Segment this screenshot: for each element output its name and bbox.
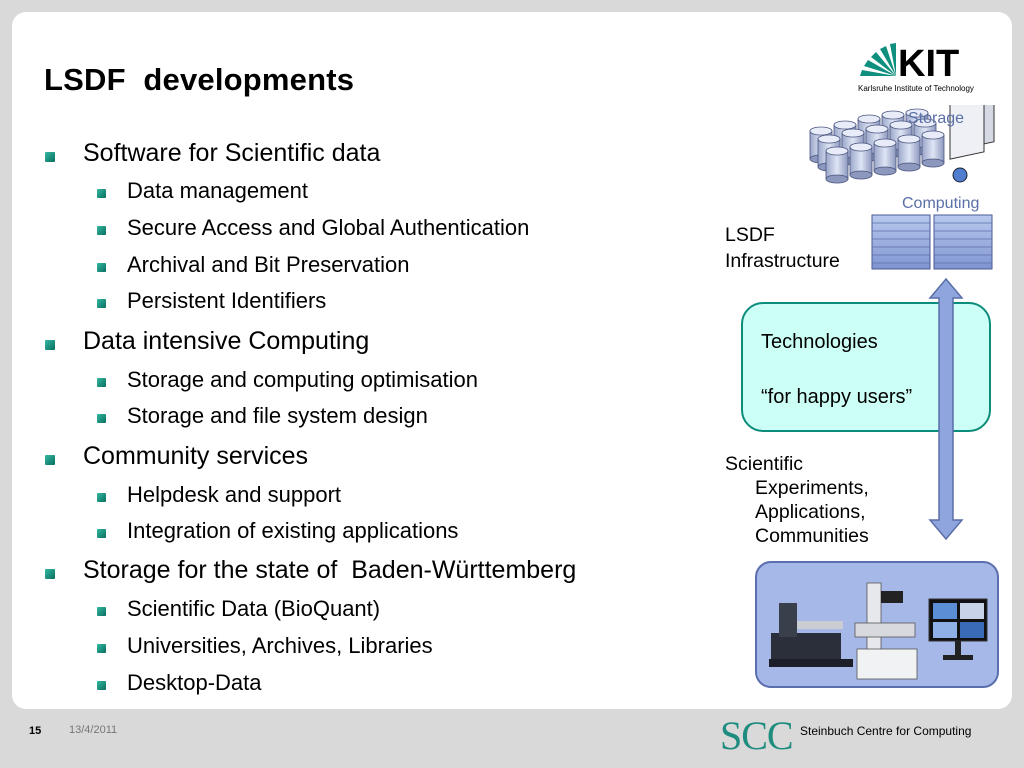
- scientific-label-line: Applications,: [755, 501, 866, 523]
- sub-bullet-item: Storage and computing optimisation: [97, 367, 478, 393]
- bullet-square-icon: [97, 414, 106, 423]
- lab-equipment-image: [755, 561, 999, 688]
- tape-library-icon: [949, 105, 995, 183]
- sub-bullet-text: Desktop-Data: [127, 670, 262, 695]
- sub-bullet-text: Archival and Bit Preservation: [127, 252, 410, 277]
- bullet-item: Data intensive Computing: [45, 327, 370, 356]
- bullet-square-icon: [97, 493, 106, 502]
- scientific-label: Scientific Experiments, Applications, Co…: [725, 452, 869, 548]
- bullet-square-icon: [97, 644, 106, 653]
- sub-bullet-item: Secure Access and Global Authentication: [97, 215, 530, 241]
- sub-bullet-item: Helpdesk and support: [97, 482, 342, 508]
- sub-bullet-text: Universities, Archives, Libraries: [127, 633, 433, 658]
- bullet-square-icon: [97, 607, 106, 616]
- bullet-square-icon: [97, 681, 106, 690]
- slide-date: 13/4/2011: [69, 724, 118, 736]
- bullet-text: Storage for the state of Baden-Württembe…: [83, 556, 577, 584]
- bullet-square-icon: [97, 189, 106, 198]
- bullet-text: Data intensive Computing: [83, 327, 370, 355]
- bullet-square-icon: [97, 226, 106, 235]
- sub-bullet-item: Integration of existing applications: [97, 518, 459, 544]
- sub-bullet-text: Data management: [127, 178, 308, 203]
- bullet-square-icon: [45, 569, 55, 579]
- scientific-label-line: Experiments,: [755, 477, 869, 499]
- microscope-icon: [769, 603, 853, 667]
- scientific-label-line: Communities: [755, 525, 869, 547]
- compute-racks-icon: [871, 214, 993, 270]
- storage-disks-icon: [809, 108, 945, 184]
- sub-bullet-item: Universities, Archives, Libraries: [97, 633, 433, 659]
- bullet-square-icon: [97, 529, 106, 538]
- bullet-square-icon: [45, 340, 55, 350]
- page-number: 15: [29, 725, 42, 737]
- slide-title: LSDF developments: [44, 62, 355, 97]
- sub-bullet-text: Secure Access and Global Authentication: [127, 215, 530, 240]
- bullet-square-icon: [97, 263, 106, 272]
- bullet-item: Storage for the state of Baden-Württembe…: [45, 556, 577, 585]
- sub-bullet-text: Helpdesk and support: [127, 482, 342, 507]
- bullet-text: Software for Scientific data: [83, 139, 381, 167]
- sub-bullet-text: Persistent Identifiers: [127, 288, 327, 313]
- kit-logo-mark: KIT: [898, 43, 959, 85]
- infrastructure-label-line: LSDF: [725, 224, 775, 246]
- microscope-large-icon: [854, 582, 918, 680]
- sub-bullet-item: Archival and Bit Preservation: [97, 252, 410, 278]
- scientific-label-line: Scientific: [725, 453, 804, 475]
- sub-bullet-text: Scientific Data (BioQuant): [127, 596, 381, 621]
- bullet-item: Community services: [45, 442, 309, 471]
- kit-logo: KIT Karlsruhe Institute of Technology: [856, 36, 984, 96]
- scc-logo: SCC: [720, 713, 794, 758]
- kit-logo-subtitle: Karlsruhe Institute of Technology: [858, 84, 974, 93]
- infrastructure-label-line: Infrastructure: [725, 250, 840, 272]
- bullet-square-icon: [97, 299, 106, 308]
- sub-bullet-text: Integration of existing applications: [127, 518, 459, 543]
- monitor-icon: [928, 598, 988, 660]
- bullet-square-icon: [45, 152, 55, 162]
- sub-bullet-text: Storage and computing optimisation: [127, 367, 478, 392]
- sub-bullet-text: Storage and file system design: [127, 403, 428, 428]
- bullet-square-icon: [45, 455, 55, 465]
- storage-computing-illustration: Storage Computing: [809, 105, 995, 270]
- infrastructure-label: LSDF Infrastructure: [725, 222, 840, 274]
- sub-bullet-item: Data management: [97, 178, 308, 204]
- bullet-item: Software for Scientific data: [45, 139, 381, 168]
- bullet-square-icon: [97, 378, 106, 387]
- technologies-line: “for happy users”: [761, 386, 913, 408]
- double-arrow-icon: [928, 278, 964, 540]
- sub-bullet-item: Desktop-Data: [97, 670, 262, 696]
- sub-bullet-item: Persistent Identifiers: [97, 288, 327, 314]
- organization-name: Steinbuch Centre for Computing: [800, 724, 972, 738]
- bullet-text: Community services: [83, 442, 309, 470]
- storage-label: Storage: [908, 110, 964, 127]
- computing-label: Computing: [902, 195, 979, 212]
- technologies-line: Technologies: [761, 331, 878, 353]
- sub-bullet-item: Storage and file system design: [97, 403, 428, 429]
- sub-bullet-item: Scientific Data (BioQuant): [97, 596, 381, 622]
